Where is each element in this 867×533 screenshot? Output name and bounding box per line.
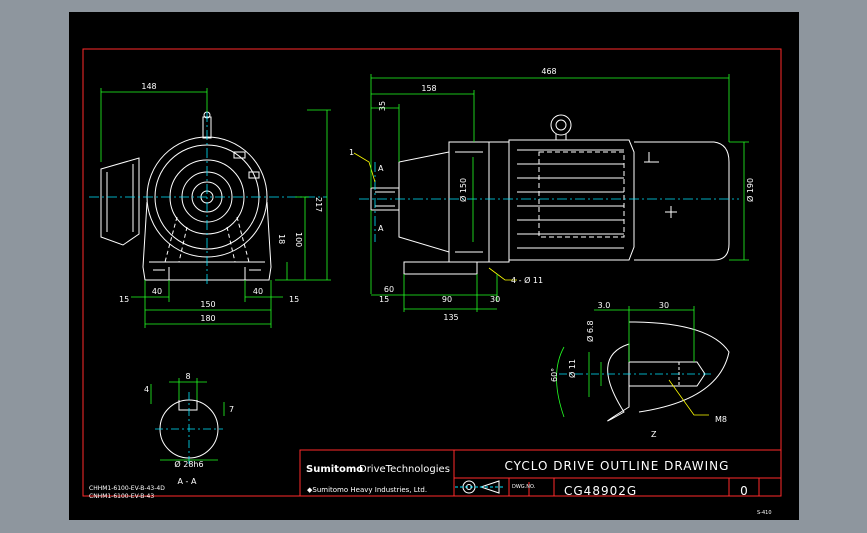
detail-label: Z (651, 430, 657, 439)
section-dim-text: 8 4 7 Ø 28h6 A - A (144, 372, 234, 486)
dim-key-width: 8 (185, 372, 190, 381)
dim-overhang-right: 15 (289, 295, 299, 304)
section-mark-bottom: A (378, 224, 384, 233)
dim-height-total: 217 (314, 197, 323, 212)
revision: 0 (740, 484, 748, 498)
front-dim-text: 148 217 100 18 40 40 150 15 15 180 (119, 82, 323, 323)
side-leaders (353, 152, 517, 281)
side-dim-text: 468 158 35 1 A A Ø 150 Ø 190 4 - Ø 11 15… (349, 67, 755, 322)
dim-keyway-depth: 7 (229, 405, 234, 414)
dim-shaft-length: 35 (378, 101, 387, 111)
section-mark-top: A (378, 164, 384, 173)
projection-symbol-icon (455, 480, 503, 494)
company-left: Sumitomo (306, 464, 363, 475)
dim-side-base-span: 90 (442, 295, 452, 304)
dim-detail-left: 3.0 (598, 301, 611, 310)
model-text: CHHM1-6100-EV-B-43-4D CNHM1-6100-EV-B-43 (89, 485, 165, 500)
side-centerlines (359, 162, 739, 242)
dim-flange-diameter: Ø 150 (458, 178, 468, 202)
dim-side-base-right: 30 (490, 295, 500, 304)
title-block (299, 449, 782, 497)
dwg-label: DWG.NO. (512, 484, 536, 490)
dim-detail-thread: M8 (715, 415, 727, 424)
dim-side-base-offset: 60 (384, 285, 394, 294)
dim-side-base-total: 135 (443, 313, 458, 322)
subsidiary: ◆Sumitomo Heavy Industries, Ltd. (307, 486, 427, 494)
dim-shaft-to-flange: 158 (421, 84, 436, 93)
dim-center-height: 100 (294, 232, 303, 247)
dim-shaft-diameter: Ø 28h6 (174, 459, 203, 469)
sheet-code: S-410 (757, 510, 772, 516)
dim-motor-diameter: Ø 190 (745, 178, 755, 202)
detail-dim-text: 3.0 30 Ø 6.8 Ø 11 60° M8 Z (550, 301, 727, 439)
front-dimensions (100, 88, 331, 328)
drawing-sheet: 148 217 100 18 40 40 150 15 15 180 (69, 12, 799, 520)
section-dimensions (150, 378, 225, 461)
dim-overhang-left: 15 (119, 295, 129, 304)
dim-detail-length: 30 (659, 301, 669, 310)
drawing-number: CG48902G (564, 484, 637, 498)
model-line-2: CNHM1-6100-EV-B-43 (89, 493, 154, 500)
dim-foot-offset-right: 40 (253, 287, 263, 296)
dim-overall-length: 468 (541, 67, 556, 76)
detail-leader (668, 379, 709, 416)
front-centerlines (89, 112, 327, 284)
section-centerlines (155, 392, 223, 464)
dim-base-height: 18 (277, 234, 286, 244)
dim-detail-angle: 60° (550, 368, 559, 382)
callout-1: 1 (349, 148, 354, 157)
model-line-1: CHHM1-6100-EV-B-43-4D (89, 485, 165, 492)
dim-detail-dia-1: Ø 6.8 (585, 320, 595, 342)
detail-dimensions (556, 306, 695, 418)
dim-key-height: 4 (144, 385, 149, 394)
title-block-text: Sumitomo DriveTechnologies ◆Sumitomo Hea… (306, 459, 772, 516)
company-right: DriveTechnologies (359, 464, 450, 475)
dim-side-base-left: 15 (379, 295, 389, 304)
drawing-title: CYCLO DRIVE OUTLINE DRAWING (505, 459, 730, 473)
dim-base-width: 180 (200, 314, 215, 323)
dim-front-width: 148 (141, 82, 156, 91)
dim-detail-dia-2: Ø 11 (567, 359, 577, 378)
side-dimensions (370, 74, 749, 312)
dim-bolt-hole: 4 - Ø 11 (511, 275, 543, 285)
section-label: A - A (178, 477, 197, 486)
dim-foot-offset-left: 40 (152, 287, 162, 296)
detail-view (607, 321, 730, 422)
front-view (100, 111, 272, 281)
side-view (370, 114, 730, 275)
drawing-canvas: 148 217 100 18 40 40 150 15 15 180 (82, 48, 782, 516)
dim-foot-span: 150 (200, 300, 215, 309)
